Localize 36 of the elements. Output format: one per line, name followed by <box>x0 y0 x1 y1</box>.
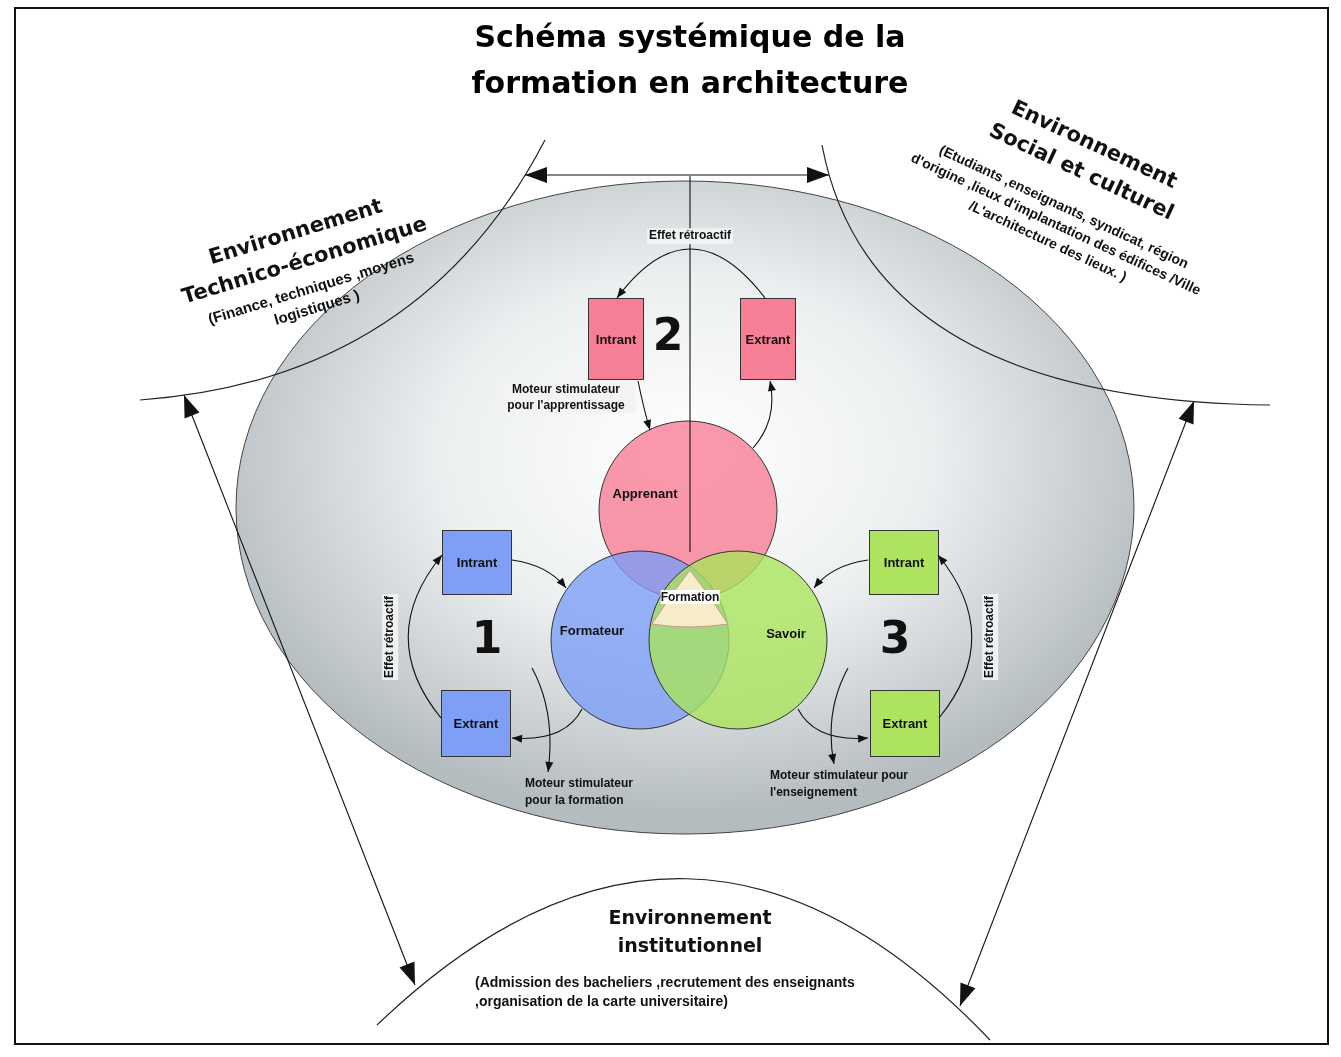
edge-label: Effet rétroactif <box>982 594 998 680</box>
circle-label: Savoir <box>766 625 806 641</box>
double-arrow <box>183 394 416 986</box>
environment-heading: Environnement institutionnel <box>607 905 773 958</box>
arrow <box>797 708 869 743</box>
edge-label: Effet rétroactif <box>382 594 398 680</box>
double-arrow <box>959 400 1195 1007</box>
arrow <box>937 554 973 719</box>
environment-description: (Admission des bacheliers ,recrutement des enseignants ,organisation de la carte universitaire) <box>475 973 856 1011</box>
group-number: 1 <box>471 611 503 663</box>
arrow <box>511 559 567 589</box>
edge-label: Effet rétroactif <box>647 228 733 244</box>
circle-label: Apprenant <box>612 485 678 501</box>
arrow <box>752 380 776 449</box>
arrow <box>813 559 869 589</box>
process-box: Intrant <box>869 530 939 595</box>
arrow <box>637 380 651 431</box>
process-box: Extrant <box>441 690 511 757</box>
arrow <box>407 554 443 719</box>
annotation-text: Moteur stimulateur pour la formation <box>525 775 650 815</box>
group-number: 3 <box>879 611 911 663</box>
process-box: Extrant <box>740 298 796 380</box>
arrow <box>828 667 849 765</box>
arrow <box>511 708 583 743</box>
annotation-text: Moteur stimulateur pour l'enseignement <box>770 767 910 807</box>
process-box: Intrant <box>442 530 512 595</box>
double-arrow <box>524 167 830 183</box>
arrow <box>616 248 766 299</box>
group-number: 2 <box>652 308 684 360</box>
arrow <box>531 667 554 773</box>
connector-line <box>689 175 691 553</box>
process-box: Extrant <box>870 690 940 757</box>
diagram-title: Schéma systémique de la formation en architecture <box>470 18 910 102</box>
process-box: Intrant <box>588 298 644 380</box>
intersection-label: Formation <box>660 590 720 604</box>
circle-label: Formateur <box>559 622 625 638</box>
